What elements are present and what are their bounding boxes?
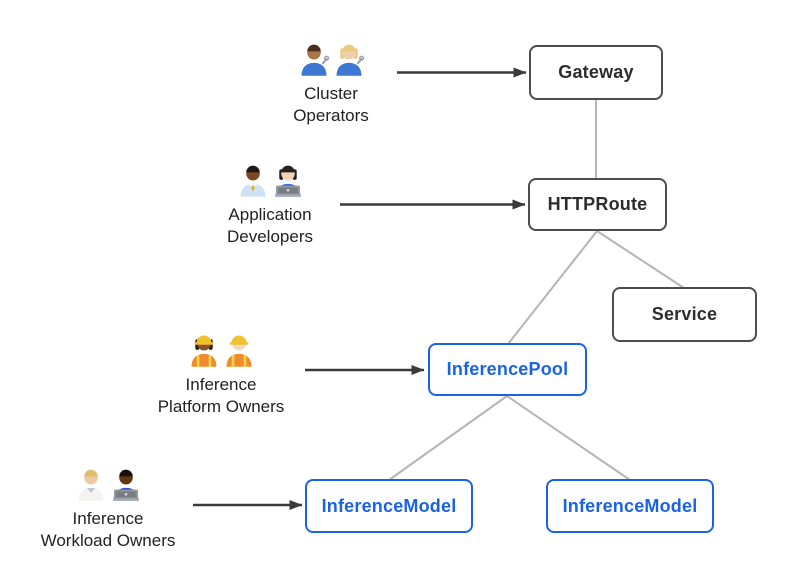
edge-httproute-service	[596, 230, 685, 289]
persona-label-line2: Workload Owners	[40, 531, 176, 551]
persona-inference-platform-owners: Inference Platform Owners	[136, 331, 306, 418]
woman-construction-worker-emoji	[191, 335, 216, 367]
persona-label: Application Developers	[185, 204, 355, 248]
inferencepool-node: InferencePool	[428, 343, 587, 396]
inferencemodel-node-right: InferenceModel	[546, 479, 714, 533]
httproute-node: HTTPRoute	[528, 178, 667, 231]
inferencemodel-node-left: InferenceModel	[305, 479, 473, 533]
gateway-node-label: Gateway	[558, 62, 634, 82]
persona-label-line1: Inference	[72, 509, 144, 528]
persona-label-line1: Application	[228, 205, 312, 224]
persona-application-developers: Application Developers	[185, 161, 355, 248]
persona-inference-workload-owners: Inference Workload Owners	[23, 465, 193, 552]
woman-technologist-emoji	[274, 165, 301, 197]
persona-label-line1: Inference	[185, 375, 257, 394]
persona-cluster-operators: Cluster Operators	[246, 40, 416, 127]
inferencepool-node-label: InferencePool	[446, 359, 569, 379]
service-node-label: Service	[651, 304, 718, 324]
persona-label-line2: Platform Owners	[157, 397, 285, 417]
man-technologist-emoji	[112, 469, 139, 501]
application-developers-emoji-pair	[185, 161, 355, 197]
persona-label-line1: Cluster	[304, 84, 358, 103]
cluster-operators-emoji-pair	[246, 40, 416, 76]
man-mechanic-emoji	[301, 44, 329, 76]
inference-platform-owners-emoji-pair	[136, 331, 306, 367]
persona-label: Inference Workload Owners	[23, 508, 193, 552]
man-office-worker-emoji	[240, 165, 265, 197]
woman-mechanic-emoji	[336, 44, 364, 76]
health-worker-emoji	[78, 469, 103, 501]
inferencemodel-left-label: InferenceModel	[321, 495, 457, 516]
persona-label-line2: Operators	[293, 106, 369, 126]
inferencemodel-right-label: InferenceModel	[562, 495, 698, 516]
persona-label: Inference Platform Owners	[136, 374, 306, 418]
edge-inferencepool-inferencemodel-left	[388, 395, 508, 481]
service-node: Service	[612, 287, 757, 342]
persona-label-line2: Developers	[227, 227, 313, 247]
inference-workload-owners-emoji-pair	[23, 465, 193, 501]
man-construction-worker-emoji	[226, 335, 251, 367]
edge-inferencepool-inferencemodel-right	[506, 395, 631, 481]
httproute-node-label: HTTPRoute	[547, 194, 648, 214]
persona-label: Cluster Operators	[246, 83, 416, 127]
gateway-node: Gateway	[529, 45, 663, 100]
edge-httproute-inferencepool	[507, 230, 598, 345]
